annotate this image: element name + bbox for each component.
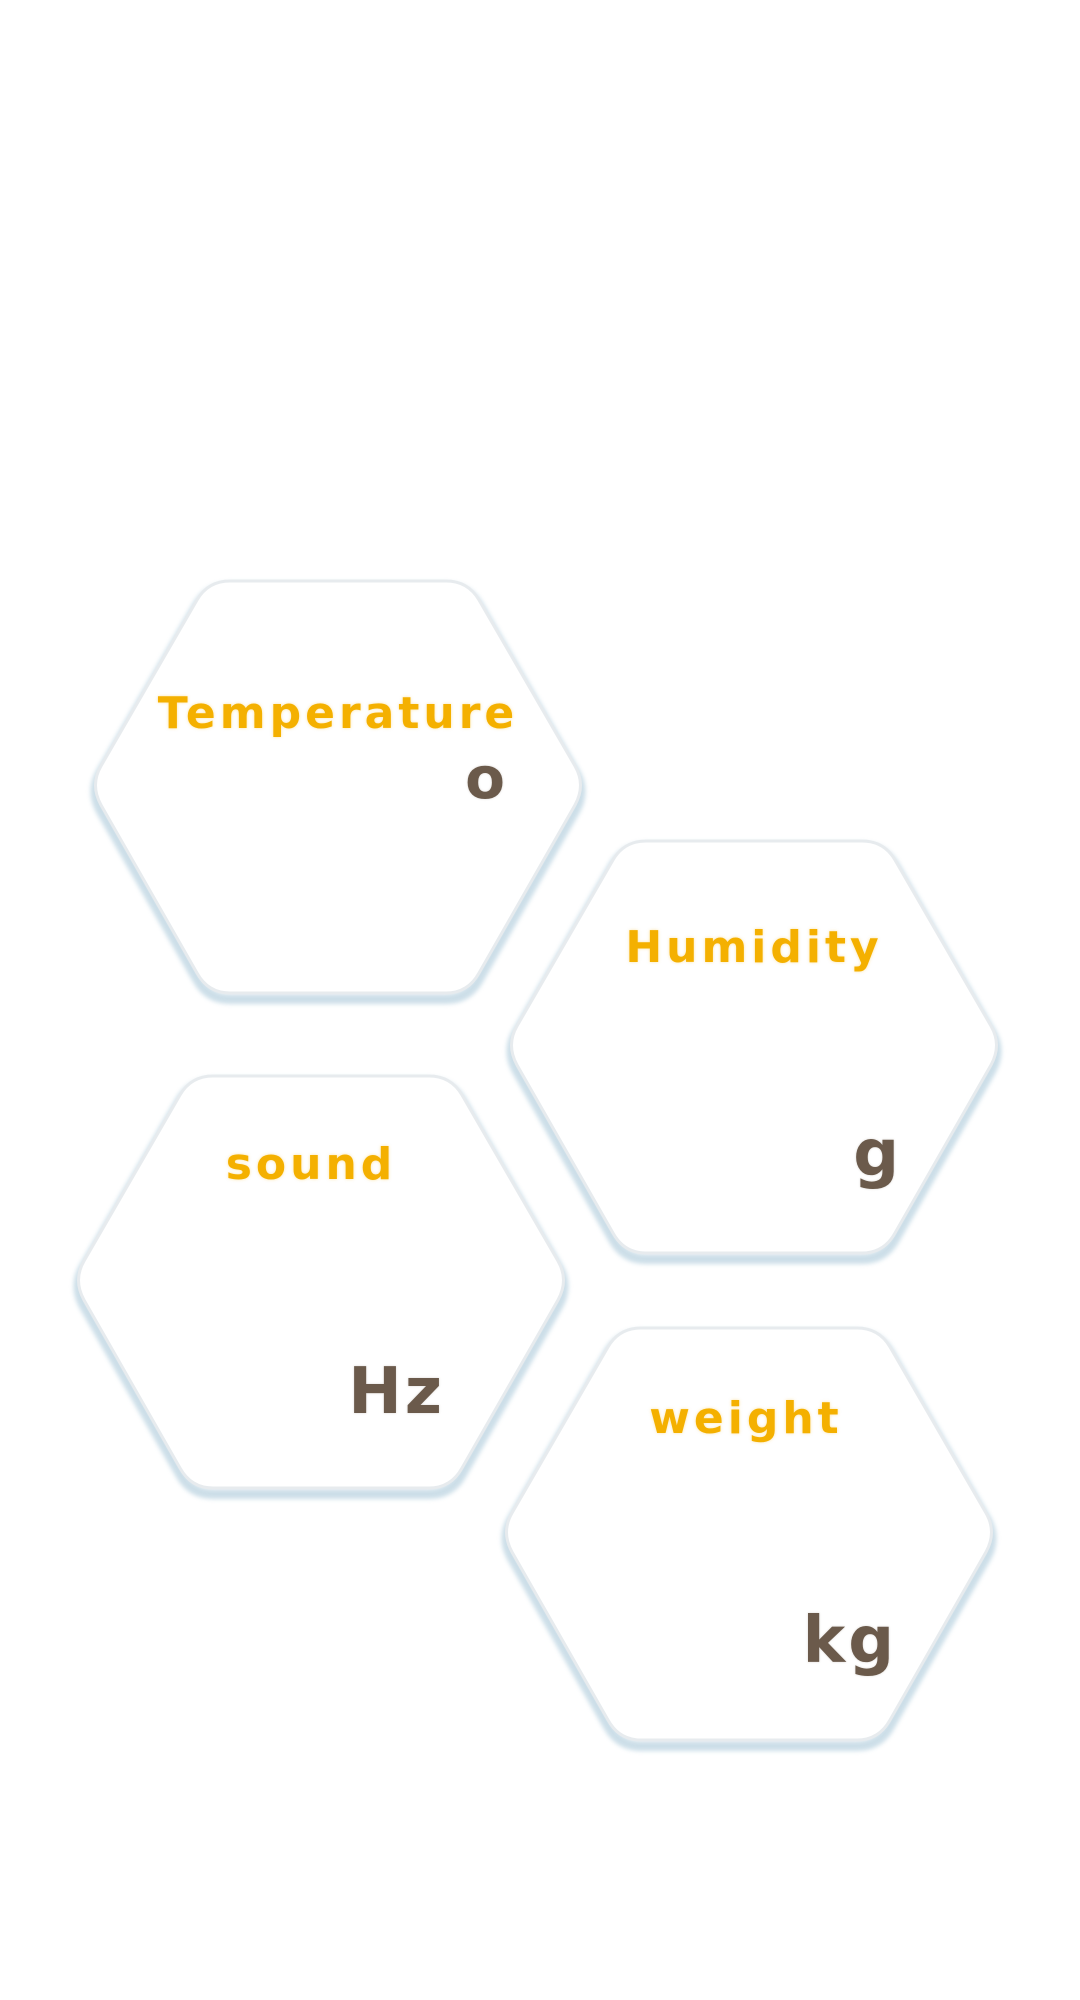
hexagon-shape <box>501 1326 997 1751</box>
sound-unit: Hz <box>348 1355 445 1429</box>
hexagon-shape <box>506 839 1002 1264</box>
weight-label: weight <box>649 1393 843 1444</box>
temperature-label: Temperature <box>157 688 519 739</box>
hexagon-shape <box>90 579 586 1004</box>
temperature-tile[interactable]: Temperature o <box>88 572 588 1015</box>
weight-tile[interactable]: weight kg <box>499 1319 999 1762</box>
humidity-tile[interactable]: Humidity g <box>504 832 1004 1275</box>
sound-tile[interactable]: sound Hz <box>71 1067 571 1510</box>
temperature-unit: o <box>465 744 508 812</box>
humidity-label: Humidity <box>625 922 883 973</box>
hexagon-shape <box>73 1074 569 1499</box>
sound-label: sound <box>225 1139 397 1190</box>
weight-unit: kg <box>802 1604 897 1678</box>
humidity-unit: g <box>853 1117 902 1191</box>
